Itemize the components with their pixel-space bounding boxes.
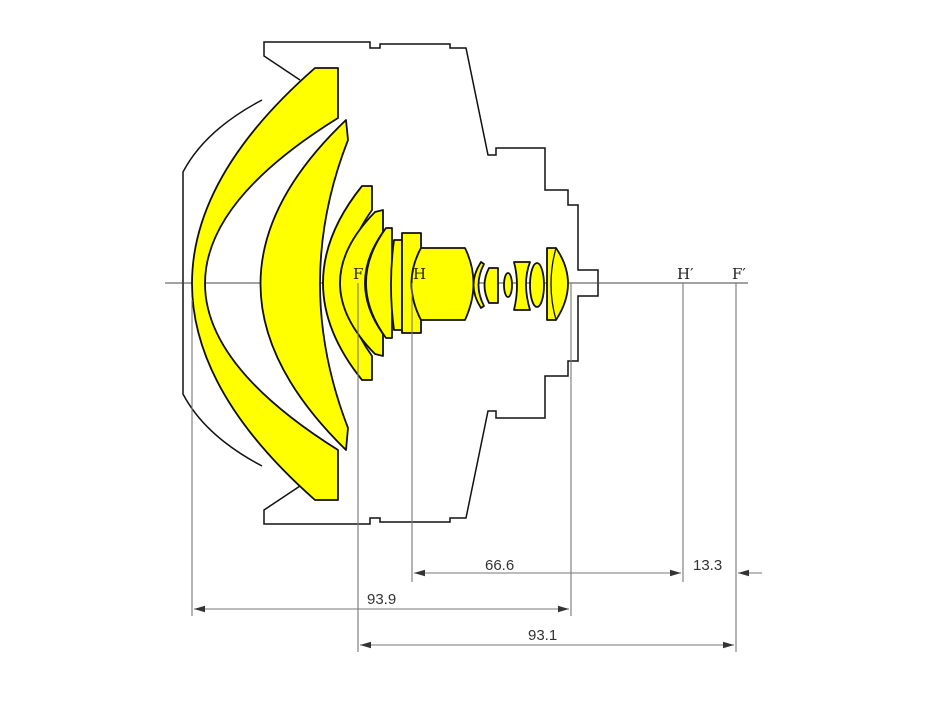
- label-H-prime: H′: [677, 265, 694, 283]
- extension-lines: [191, 283, 737, 652]
- dimension-value-66-6: 66.6: [485, 557, 514, 574]
- label-H: H: [413, 265, 426, 283]
- lens-element-14: [546, 247, 569, 321]
- label-F: F: [353, 265, 363, 283]
- housing-outline-top: [263, 41, 599, 283]
- lens-element-9: [472, 261, 485, 309]
- lens-element-5: [365, 227, 393, 339]
- lens-element-13: [529, 262, 545, 308]
- dimension-value-93-9: 93.9: [367, 591, 396, 608]
- lens-element-2: [259, 119, 349, 451]
- lens-element-6: [390, 239, 403, 331]
- lens-element-10: [483, 267, 499, 304]
- housing-outline-bottom: [263, 283, 599, 525]
- lens-element-12: [513, 261, 531, 311]
- lens-element-11: [503, 272, 513, 298]
- label-F-prime: F′: [732, 265, 746, 283]
- lens-element-1: [191, 67, 339, 501]
- lens-element-8: [410, 247, 475, 321]
- dimension-value-13-3: 13.3: [693, 557, 722, 574]
- dimension-value-93-1: 93.1: [528, 627, 557, 644]
